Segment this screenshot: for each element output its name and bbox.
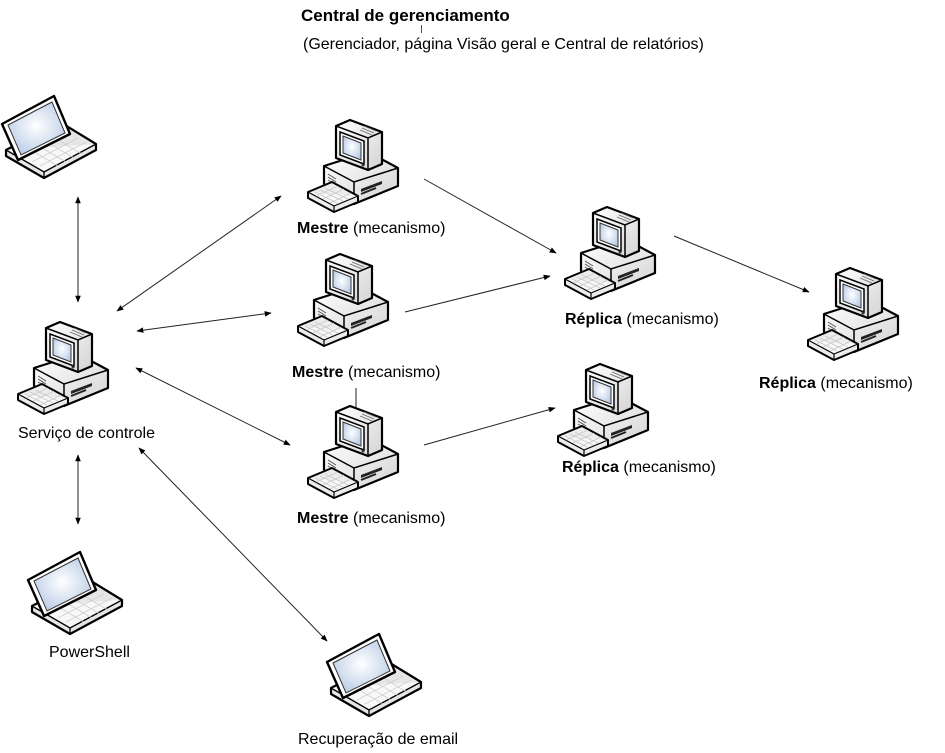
node-label-text: PowerShell bbox=[49, 644, 130, 661]
node-label-master-2: Mestre (mecanismo) bbox=[292, 364, 440, 382]
node-label-powershell: PowerShell bbox=[49, 644, 130, 662]
node-label-master-3: Mestre (mecanismo) bbox=[297, 510, 445, 528]
edge-control-service-to-master-2 bbox=[136, 311, 272, 333]
desktop-computer-icon bbox=[563, 205, 657, 301]
node-label-text: (mecanismo) bbox=[621, 311, 719, 328]
node-label-text: (mecanismo) bbox=[348, 220, 446, 237]
desktop-computer-icon bbox=[16, 320, 110, 416]
edge-replica-1-to-replica-3 bbox=[673, 235, 810, 293]
node-label-text: Recuperação de email bbox=[298, 731, 459, 748]
node-label-email-recovery: Recuperação de email bbox=[298, 731, 458, 749]
node-role: Mestre bbox=[292, 364, 344, 381]
node-label-text: (mecanismo) bbox=[618, 459, 716, 476]
laptop-icon bbox=[0, 94, 98, 180]
title-connector-tick bbox=[421, 25, 422, 33]
node-role: Mestre bbox=[297, 220, 349, 237]
node-role: Réplica bbox=[759, 375, 816, 392]
desktop-computer-icon bbox=[306, 118, 400, 214]
node-label-control-service: Serviço de controle bbox=[18, 425, 155, 443]
node-label-text: (mecanismo) bbox=[348, 510, 446, 527]
diagram-subtitle: (Gerenciador, página Visão geral e Centr… bbox=[303, 36, 704, 53]
desktop-computer-icon bbox=[556, 362, 650, 458]
node-label-text: Serviço de controle bbox=[18, 425, 155, 442]
node-role: Réplica bbox=[565, 311, 622, 328]
node-label-replica-2: Réplica (mecanismo) bbox=[562, 459, 716, 477]
node-label-text: (mecanismo) bbox=[343, 364, 441, 381]
node-label-replica-3: Réplica (mecanismo) bbox=[759, 375, 913, 393]
edge-control-service-to-master-1 bbox=[116, 195, 282, 312]
node-label-master-1: Mestre (mecanismo) bbox=[297, 220, 445, 238]
desktop-computer-icon bbox=[806, 266, 900, 362]
edge-control-service-to-master-3 bbox=[135, 367, 291, 446]
desktop-computer-icon bbox=[306, 404, 400, 500]
edge-control-service-to-email-recovery bbox=[138, 447, 328, 642]
laptop-icon bbox=[325, 632, 423, 718]
node-role: Réplica bbox=[562, 459, 619, 476]
node-label-text: (mecanismo) bbox=[815, 375, 913, 392]
edge-master-1-to-replica-1 bbox=[423, 178, 557, 254]
diagram-title: Central de gerenciamento bbox=[301, 6, 510, 25]
edge-master-2-to-replica-1 bbox=[404, 274, 551, 313]
edge-master-3-to-replica-2 bbox=[423, 407, 556, 446]
connections bbox=[75, 178, 810, 642]
node-role: Mestre bbox=[297, 510, 349, 527]
node-label-replica-1: Réplica (mecanismo) bbox=[565, 311, 719, 329]
desktop-computer-icon bbox=[296, 252, 390, 348]
laptop-icon bbox=[26, 550, 124, 636]
